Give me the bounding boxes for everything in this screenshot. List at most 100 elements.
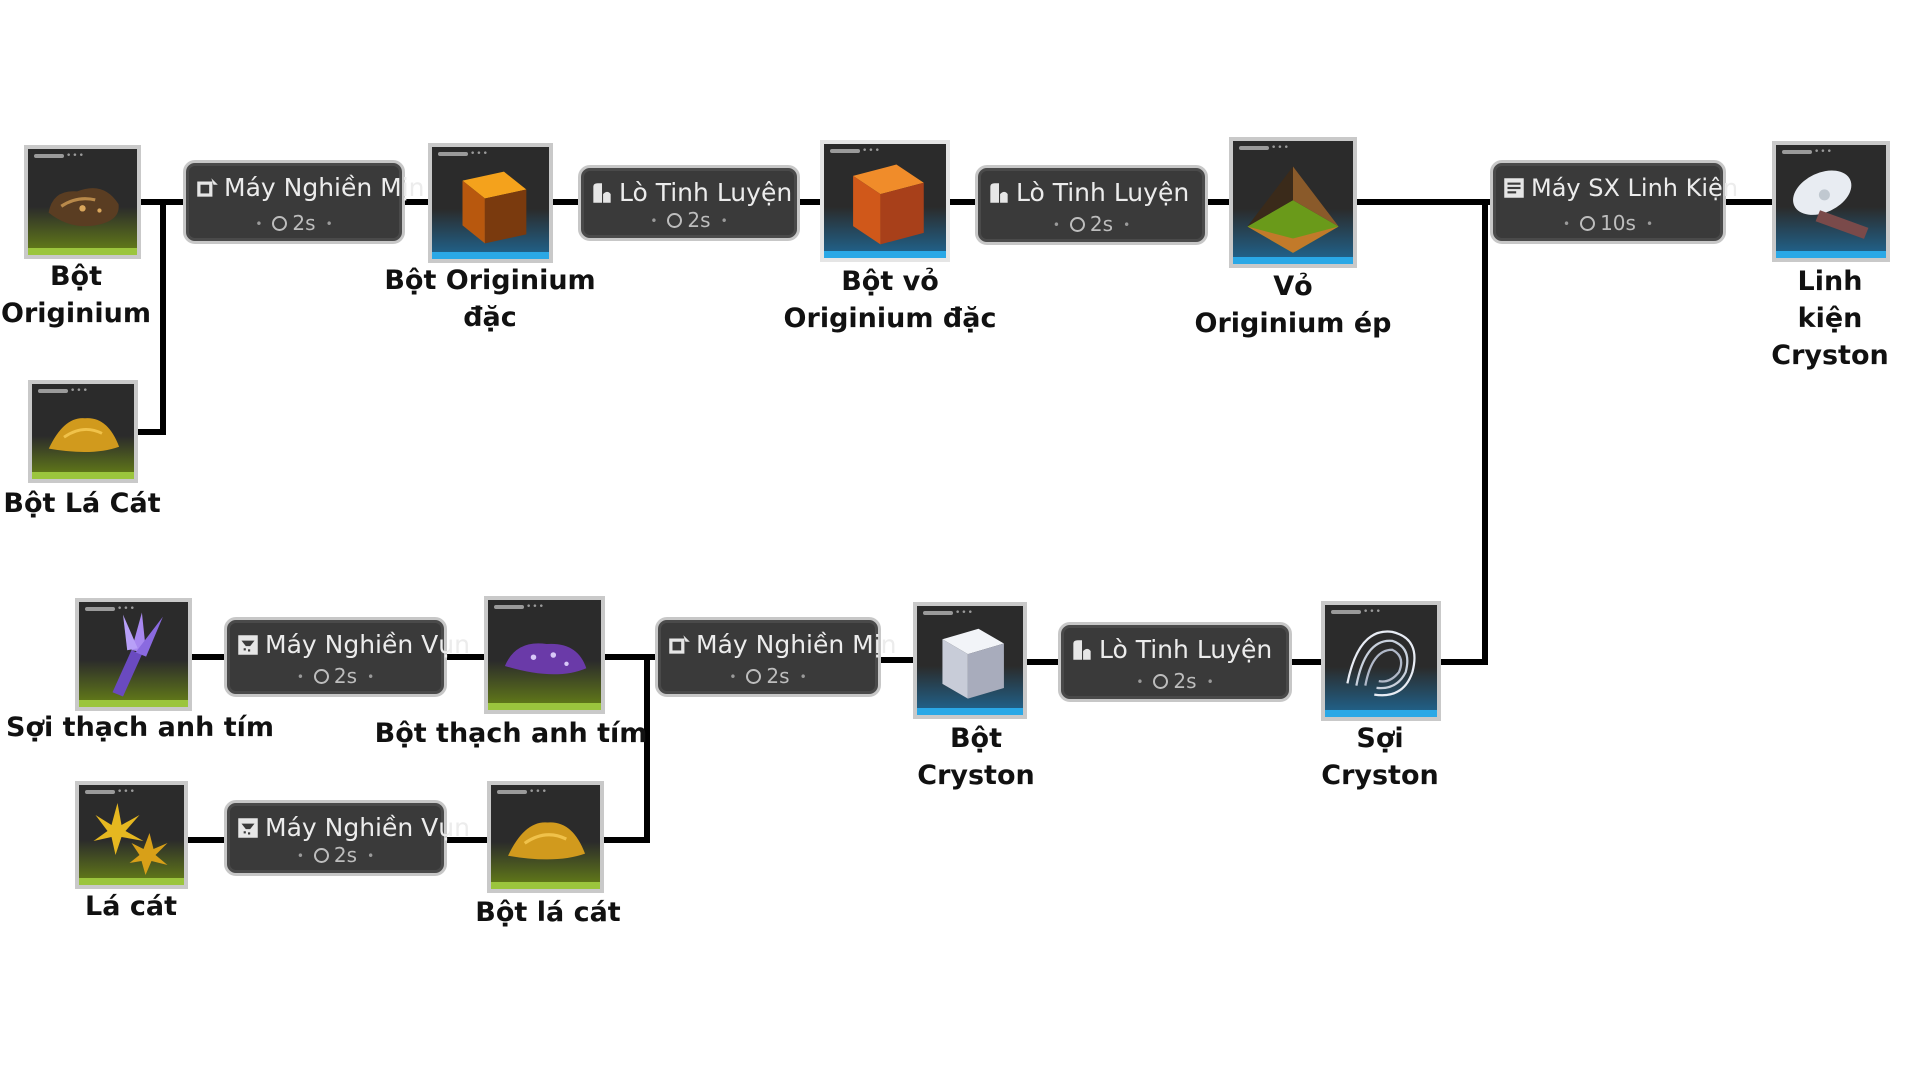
rarity-dots: ••• bbox=[66, 151, 85, 161]
machine-may-nghien-min-2[interactable]: Máy Nghiền Mịn •2s• bbox=[655, 617, 897, 697]
machine-time-row: •2s• bbox=[227, 844, 444, 867]
item-soi-cryston[interactable]: ••• bbox=[1321, 601, 1441, 721]
bullet: • bbox=[1136, 675, 1144, 689]
machine-name: Máy Nghiền Mịn bbox=[224, 173, 425, 202]
item-bot-originium-dac[interactable]: ••• bbox=[428, 143, 553, 263]
machine-may-nghien-vun-1[interactable]: Máy Nghiền Vụn •2s• bbox=[224, 617, 470, 697]
rock-icon bbox=[48, 188, 119, 227]
machine-name: Lò Tinh Luyện bbox=[1016, 178, 1190, 207]
item-linh-kien-cryston[interactable]: ••• bbox=[1772, 141, 1890, 262]
machine-time: 2s bbox=[333, 664, 358, 688]
rarity-strip bbox=[1325, 710, 1437, 717]
rarity-dots: ••• bbox=[1814, 147, 1833, 157]
rarity-gradient bbox=[1325, 666, 1437, 717]
machine-time: 2s bbox=[1173, 669, 1197, 693]
pyramid-frame-icon bbox=[1247, 166, 1339, 253]
item-bot-cryston[interactable]: ••• bbox=[913, 602, 1027, 719]
machine-name: Lò Tinh Luyện bbox=[619, 178, 793, 207]
machine-name: Máy Nghiền Mịn bbox=[696, 630, 897, 659]
purple-powder-icon bbox=[504, 643, 587, 675]
bullet: • bbox=[650, 214, 658, 228]
clock-icon bbox=[746, 669, 762, 684]
machine-time-row: •2s• bbox=[581, 209, 797, 232]
clock-icon bbox=[313, 848, 329, 863]
glowing-cube-icon bbox=[462, 171, 527, 244]
rarity-strip bbox=[917, 708, 1023, 715]
bullet: • bbox=[1123, 218, 1131, 232]
bullet: • bbox=[1206, 675, 1214, 689]
rarity-dots: ••• bbox=[1271, 143, 1290, 153]
label-text: Bột lá cát bbox=[475, 897, 621, 928]
rarity-strip bbox=[79, 878, 184, 885]
rarity-dots: ••• bbox=[117, 787, 136, 797]
machine-lo-tinh-luyen-3[interactable]: Lò Tinh Luyện • 2s • bbox=[1058, 622, 1292, 702]
machine-title-row: Máy SX Linh Kiện bbox=[1501, 173, 1738, 203]
rarity-bar bbox=[1239, 146, 1269, 150]
machine-lo-tinh-luyen-2[interactable]: Lò Tinh Luyện •2s• bbox=[975, 165, 1208, 245]
label-bot-vo-originium-dac: Bột vỏ Originium đặc bbox=[784, 263, 997, 337]
machine-may-sx-linh-kien[interactable]: Máy SX Linh Kiện •10s• bbox=[1490, 160, 1738, 244]
clock-icon bbox=[667, 213, 683, 228]
label-bot-la-cat-top: Bột Lá Cát bbox=[3, 485, 160, 522]
label-text: Sợi thạch anh tím bbox=[6, 712, 274, 743]
powder-pile-icon bbox=[48, 418, 120, 452]
rarity-dots: ••• bbox=[117, 604, 136, 614]
rarity-bar bbox=[34, 154, 64, 158]
label-text: Sợi Cryston bbox=[1321, 723, 1439, 791]
item-bot-la-cat-bottom[interactable]: ••• bbox=[487, 781, 604, 893]
clock-icon bbox=[1069, 217, 1085, 232]
rarity-bar bbox=[85, 607, 115, 611]
item-bot-la-cat[interactable]: ••• bbox=[28, 380, 138, 483]
machine-title-row: Lò Tinh Luyện bbox=[1069, 635, 1283, 665]
machine-time-row: •2s• bbox=[978, 213, 1205, 236]
rarity-bar bbox=[923, 611, 953, 615]
rarity-dots: ••• bbox=[1363, 607, 1382, 617]
rarity-dots: ••• bbox=[70, 386, 89, 396]
clock-icon bbox=[313, 669, 329, 684]
rarity-strip bbox=[28, 248, 137, 255]
machine-time-row: •2s• bbox=[186, 212, 402, 235]
rarity-bar bbox=[1331, 610, 1361, 614]
rarity-bar bbox=[494, 605, 524, 609]
label-text: Linh kiện Cryston bbox=[1771, 266, 1889, 371]
yellow-plant-icon bbox=[93, 803, 168, 875]
label-text: Bột Lá Cát bbox=[3, 488, 161, 519]
rarity-bar bbox=[497, 790, 527, 794]
machine-name: Máy Nghiền Vụn bbox=[265, 813, 470, 842]
crystal-fiber-icon bbox=[112, 612, 163, 697]
machine-lo-tinh-luyen-1[interactable]: Lò Tinh Luyện •2s• bbox=[578, 165, 800, 241]
label-la-cat: Lá cát bbox=[85, 888, 177, 925]
item-la-cat[interactable]: ••• bbox=[75, 781, 188, 889]
machine-time: 2s bbox=[687, 208, 711, 232]
bullet: • bbox=[325, 217, 333, 231]
label-text: Vỏ Originium ép bbox=[1194, 271, 1392, 339]
clock-icon bbox=[1580, 216, 1596, 231]
item-bot-vo-originium-dac[interactable]: ••• bbox=[820, 140, 950, 262]
label-vo-originium-ep: Vỏ Originium ép bbox=[1195, 268, 1392, 342]
item-vo-originium-ep[interactable]: ••• bbox=[1229, 137, 1357, 268]
item-bot-originium[interactable]: ••• bbox=[24, 145, 141, 259]
machine-time-row: •10s• bbox=[1493, 212, 1723, 235]
machine-time: 2s bbox=[333, 843, 358, 867]
assembler-icon bbox=[1504, 178, 1524, 198]
rarity-strip bbox=[488, 703, 601, 710]
bullet: • bbox=[1562, 217, 1571, 231]
label-bot-originium: Bột Originium bbox=[1, 258, 151, 332]
machine-time: 2s bbox=[292, 211, 316, 235]
item-bot-thach-anh-tim[interactable]: ••• bbox=[484, 596, 605, 714]
furnace-icon bbox=[990, 183, 1008, 203]
label-text: Lá cát bbox=[85, 891, 177, 922]
machine-may-nghien-vun-2[interactable]: Máy Nghiền Vụn •2s• bbox=[224, 800, 470, 876]
machine-name: Máy Nghiền Vụn bbox=[265, 630, 470, 659]
item-soi-thach-anh-tim[interactable]: ••• bbox=[75, 598, 192, 711]
machine-time: 2s bbox=[766, 664, 790, 688]
white-cube-icon bbox=[942, 628, 1004, 699]
machine-may-nghien-min-1[interactable]: Máy Nghiền Mịn •2s• bbox=[183, 160, 425, 244]
rarity-dots: ••• bbox=[862, 146, 881, 156]
label-text: Bột Originium bbox=[1, 261, 151, 329]
rarity-dots: ••• bbox=[470, 149, 489, 159]
crusher-icon bbox=[238, 635, 258, 655]
rarity-strip bbox=[824, 251, 946, 258]
machine-time-row: •2s• bbox=[227, 665, 444, 688]
